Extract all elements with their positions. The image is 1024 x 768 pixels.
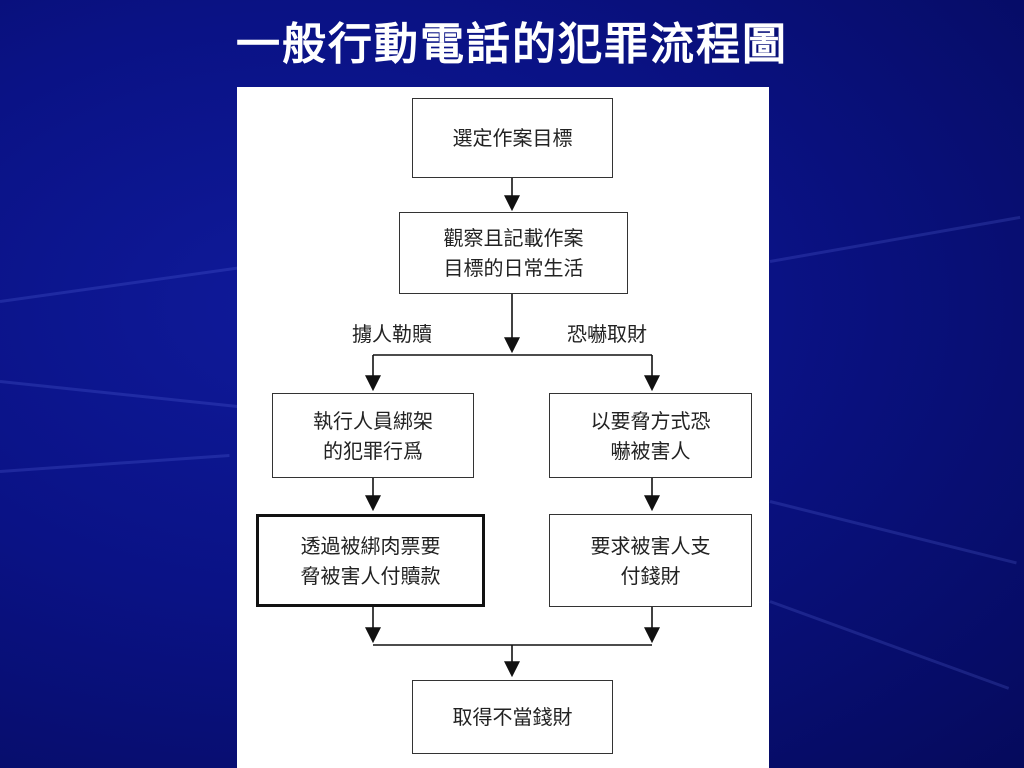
node-gain: 取得不當錢財 [412, 680, 613, 754]
branch-label-extortion: 恐嚇取財 [567, 322, 647, 346]
node-threaten: 以要脅方式恐 嚇被害人 [549, 393, 752, 478]
node-ransom: 透過被綁肉票要 脅被害人付贖款 [256, 514, 485, 607]
slide-title: 一般行動電話的犯罪流程圖 [236, 19, 788, 70]
node-observe: 觀察且記載作案 目標的日常生活 [399, 212, 628, 294]
node-kidnap-act: 執行人員綁架 的犯罪行爲 [272, 393, 474, 478]
node-demand: 要求被害人支 付錢財 [549, 514, 752, 607]
branch-label-kidnap: 擄人勒贖 [352, 322, 432, 346]
node-select-target: 選定作案目標 [412, 98, 613, 178]
